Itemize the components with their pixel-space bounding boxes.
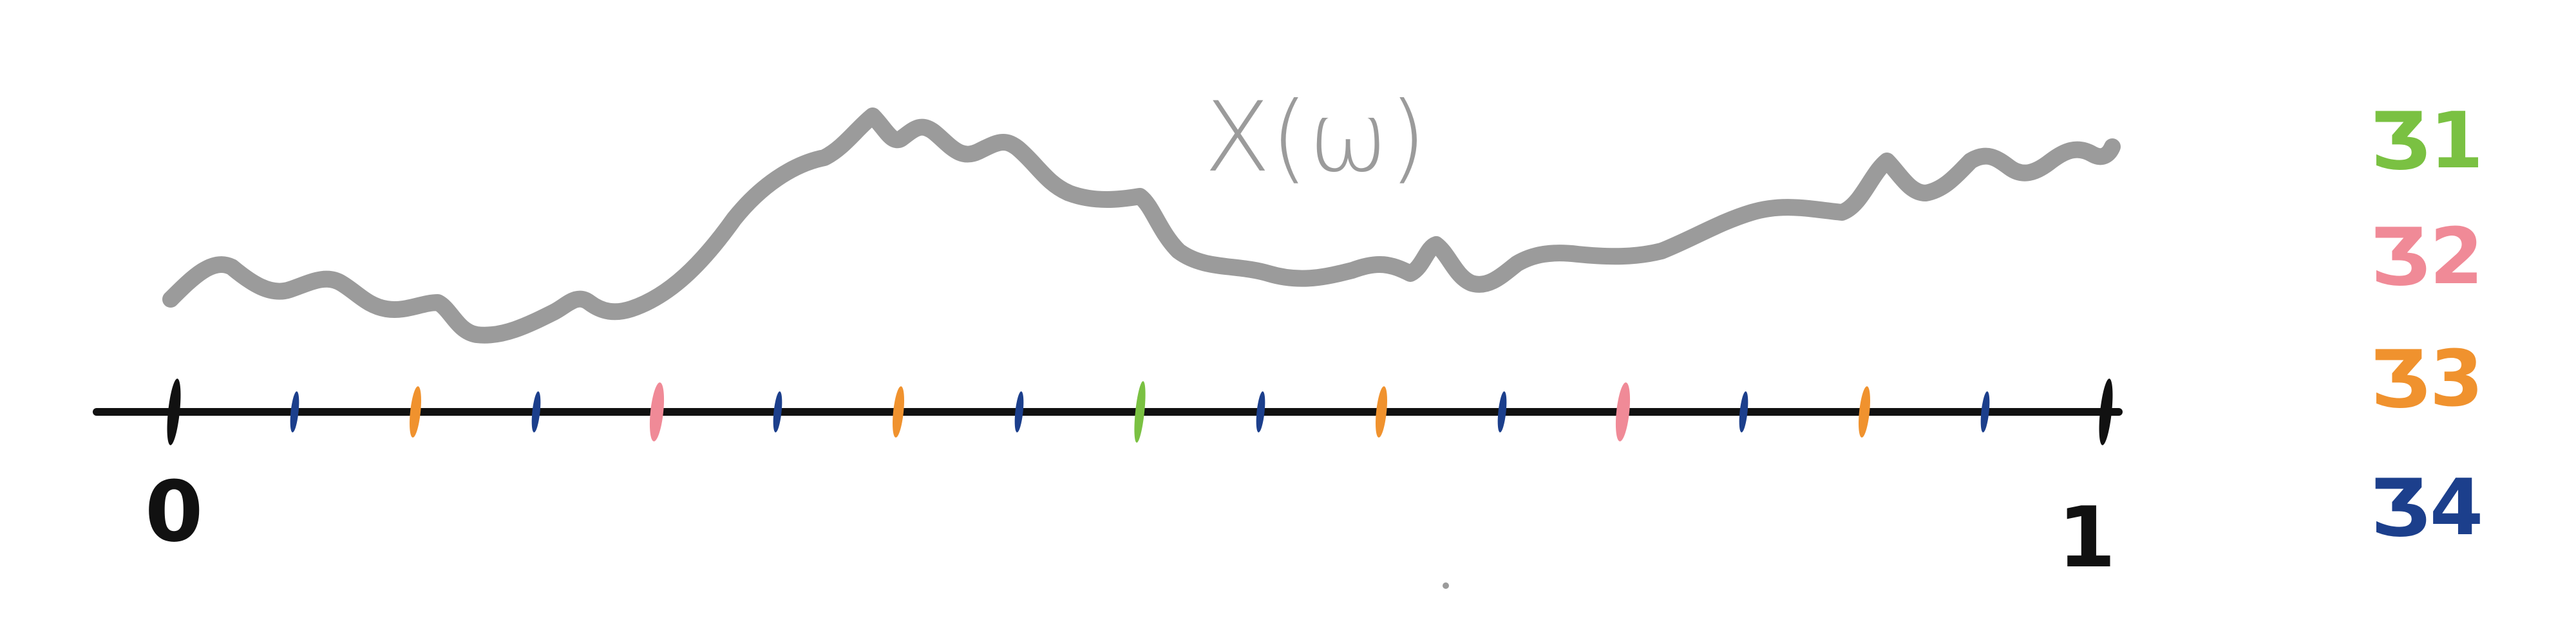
axis-tick-d4-9 — [1256, 391, 1265, 432]
axis-tick-d4-3 — [531, 391, 541, 432]
axis-start-label: 0 — [145, 463, 203, 561]
axis-tick-end-0 — [167, 378, 181, 445]
unit-interval-axis: 0 1 — [93, 378, 2123, 586]
axis-tick-d4-15 — [1980, 391, 1990, 432]
axis-tick-d3-6 — [893, 386, 904, 438]
level-legend: Ʒ1 Ʒ2 Ʒ3 Ʒ4 — [2370, 97, 2483, 553]
legend-item-d4: Ʒ4 — [2370, 463, 2483, 553]
axis-tick-d4-1 — [290, 391, 299, 432]
axis-tick-d3-2 — [410, 386, 421, 438]
axis-tick-d4-5 — [773, 391, 782, 432]
curve-label: X(ω) — [1204, 82, 1426, 194]
stray-mark — [1443, 582, 1449, 589]
axis-tick-d3-14 — [1859, 386, 1870, 438]
axis-tick-d4-7 — [1014, 391, 1024, 432]
axis-tick-d1-8 — [1134, 381, 1146, 443]
legend-item-d1: Ʒ1 — [2370, 97, 2483, 186]
random-path: X(ω) — [162, 82, 2121, 344]
legend-item-d2: Ʒ2 — [2370, 212, 2483, 302]
axis-tick-end-16 — [2099, 378, 2113, 445]
axis-tick-d3-10 — [1376, 386, 1387, 438]
random-path-curve — [162, 107, 2121, 344]
axis-tick-d2-4 — [649, 382, 665, 442]
axis-ticks — [167, 378, 2113, 445]
axis-tick-d4-11 — [1497, 391, 1507, 432]
legend-item-d3: Ʒ3 — [2370, 335, 2483, 424]
axis-tick-d4-13 — [1739, 391, 1748, 432]
axis-tick-d2-12 — [1615, 382, 1631, 442]
axis-end-label: 1 — [2058, 488, 2116, 586]
